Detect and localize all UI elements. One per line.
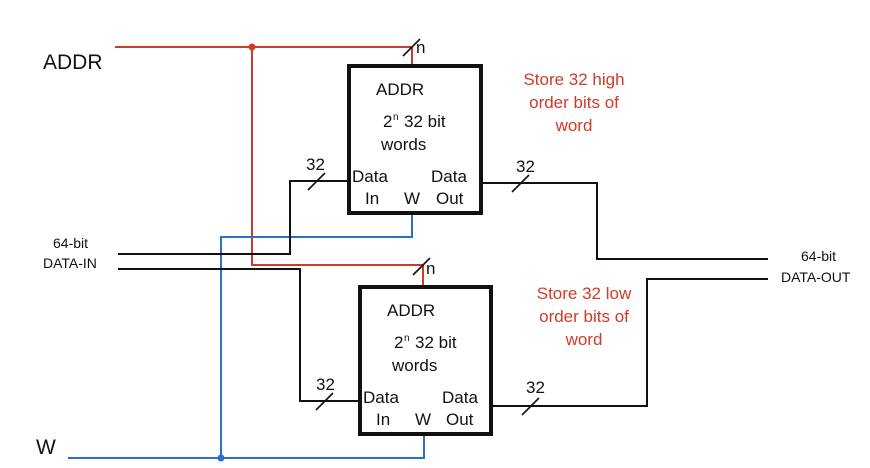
data-in-wire-high [118,180,350,255]
w-wire-high [220,214,413,458]
memory-high-data-in-2: In [365,189,379,208]
w-wires [68,214,425,459]
note-low-line-2: order bits of [539,307,629,326]
w-wire-low [68,434,425,459]
w-input-label: W [36,436,56,459]
memory-low-size-base: 2 [394,333,403,352]
memory-high-data-out-1: Data [431,167,467,186]
memory-low-size-exp: n [404,333,410,344]
bus-slashes [307,38,540,416]
data-in-wire-low [118,268,362,402]
data-out-wire-high [481,182,768,260]
note-low: Store 32 low order bits of word [537,284,632,349]
memory-high-data-out-2: Out [436,189,464,208]
w-junction [217,454,225,462]
addr-wire-low [251,47,424,286]
slash-out-high [511,174,530,193]
memory-low-w: W [415,410,431,429]
note-low-line-3: word [565,330,603,349]
memory-high-addr-width: n [416,38,425,57]
note-high: Store 32 high order bits of word [523,70,624,135]
memory-block-low [358,285,493,436]
addr-input-label: ADDR [43,51,103,74]
memory-low-labels: ADDR 2 n 32 bit words Data In W Data Out… [316,259,545,429]
memory-low-addr-width: n [426,259,435,278]
memory-low-size-rest: 32 bit [415,333,457,352]
memory-low-addr-label: ADDR [387,301,435,320]
note-high-line-2: order bits of [529,93,619,112]
memory-low-data-in-2: In [376,410,390,429]
memory-block-high [347,64,483,215]
memory-high-size-exp: n [393,112,399,123]
memory-high-labels: ADDR 2 n 32 bit words Data In W Data Out… [306,38,535,208]
memory-low-out-width: 32 [526,378,545,397]
data-wires [118,180,768,407]
memory-low-data-out-1: Data [442,388,478,407]
slash-in-low [315,392,334,411]
data-out-wire-low [491,278,768,407]
data-out-label-line2: DATA-OUT [781,269,851,285]
note-low-line-1: Store 32 low [537,284,632,303]
memory-high-addr-label: ADDR [376,80,424,99]
memory-high-words: words [380,135,426,154]
slash-in-high [307,172,326,191]
memory-low-data-out-2: Out [446,410,474,429]
data-in-label-line1: 64-bit [53,235,88,251]
memory-low-words: words [391,356,437,375]
slash-addr-high [402,38,421,57]
memory-low-in-width: 32 [316,375,335,394]
addr-wire-high [115,46,413,65]
memory-high-in-width: 32 [306,155,325,174]
slash-addr-low [412,257,431,276]
memory-high-size-rest: 32 bit [404,112,446,131]
memory-high-out-width: 32 [516,157,535,176]
memory-high-size-base: 2 [383,112,392,131]
memory-high-data-in-1: Data [352,167,388,186]
data-in-label-line2: DATA-IN [43,255,97,271]
slash-out-low [521,397,540,416]
addr-junction [248,43,256,51]
memory-low-data-in-1: Data [363,388,399,407]
note-high-line-3: word [555,116,593,135]
note-high-line-1: Store 32 high [523,70,624,89]
memory-high-w: W [404,189,420,208]
data-out-label-line1: 64-bit [801,248,836,264]
